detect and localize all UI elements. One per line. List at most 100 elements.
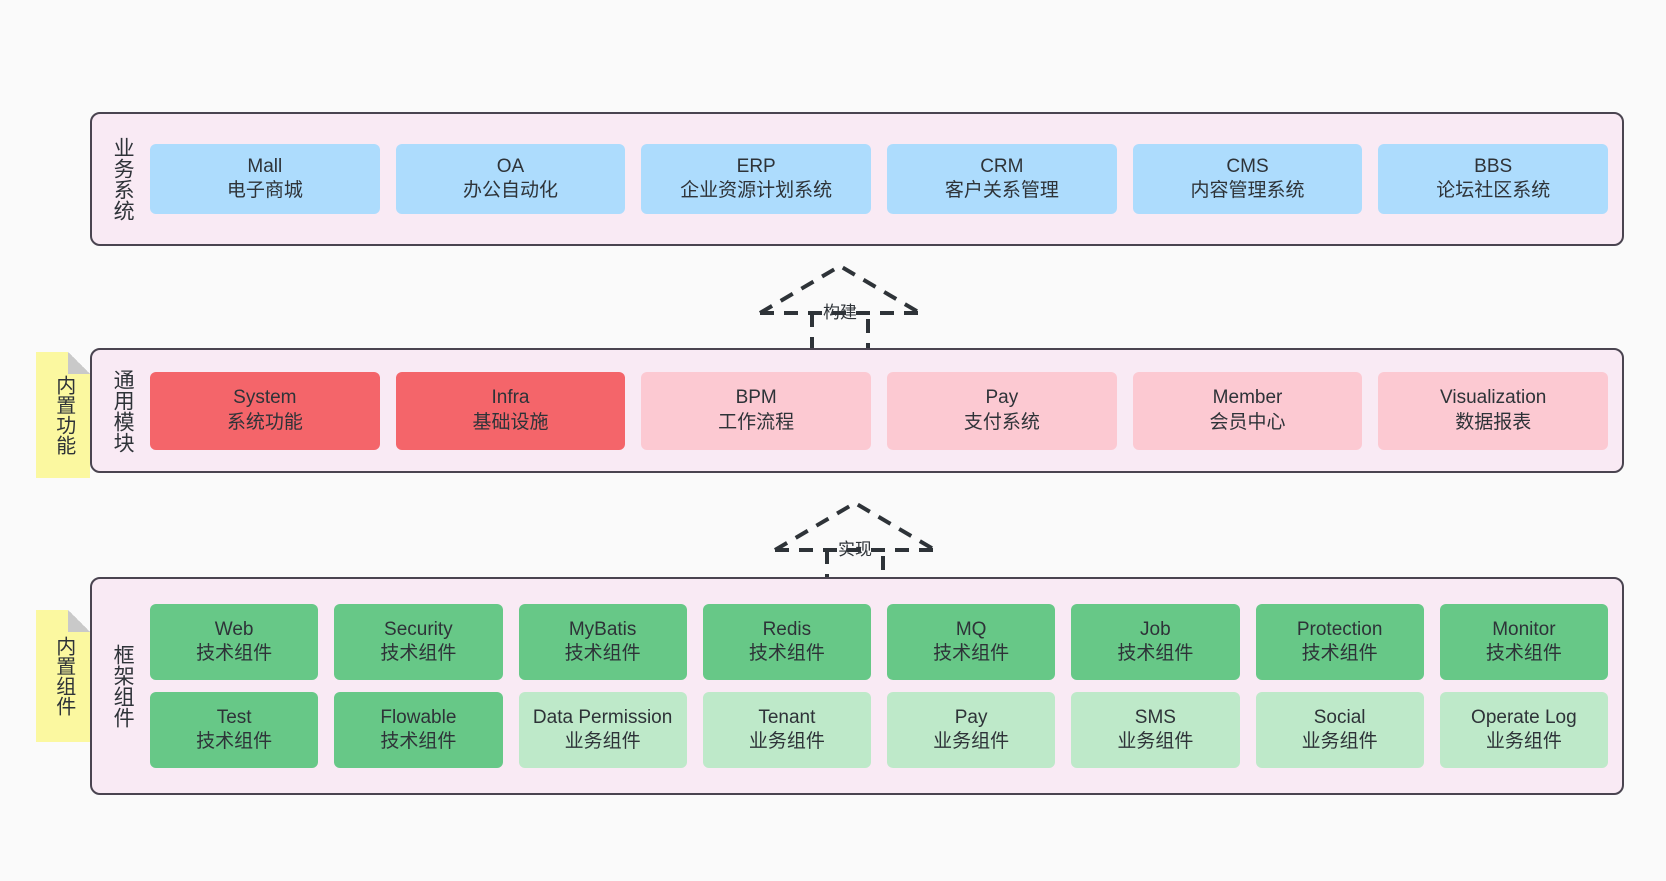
module-card-title: Infra [491,387,530,409]
module-card-subtitle: 会员中心 [1209,411,1286,433]
module-card-subtitle: 内容管理系统 [1190,180,1305,201]
module-card-erp[interactable]: ERP 企业资源计划系统 [641,144,872,214]
module-card-oa[interactable]: OA 办公自动化 [395,144,626,214]
module-card-subtitle: 支付系统 [963,411,1040,433]
module-card-protection[interactable]: Protection 技术组件 [1255,604,1424,680]
module-card-subtitle: 技术组件 [933,643,1010,664]
module-card-title: Monitor [1492,618,1556,640]
module-card-flowable[interactable]: Flowable 技术组件 [334,692,503,768]
module-card-subtitle: 技术组件 [380,731,457,752]
module-card-title: Redis [762,618,812,640]
module-card-title: Pay [985,387,1019,409]
module-card-title: Security [384,618,453,640]
module-card-crm[interactable]: CRM 客户关系管理 [887,144,1117,214]
module-card-operate-log[interactable]: Operate Log 业务组件 [1439,692,1608,768]
layer-title-common: 通用模块 [111,368,135,453]
layer-row: Mall 电子商城 OA 办公自动化 ERP 企业资源计划系统 CRM 客户关系… [150,144,1609,214]
module-card-title: Job [1140,618,1171,640]
module-card-title: BBS [1474,155,1513,177]
module-card-infra[interactable]: Infra 基础设施 [395,371,626,450]
module-card-security[interactable]: Security 技术组件 [334,604,503,680]
module-card-title: BPM [735,387,777,409]
module-card-title: MyBatis [568,618,637,640]
module-card-title: Operate Log [1471,706,1577,728]
module-card-system[interactable]: System 系统功能 [150,371,380,450]
module-card-title: SMS [1134,706,1176,728]
module-card-tenant[interactable]: Tenant 业务组件 [702,692,871,768]
layer-body-frame: Web 技术组件 Security 技术组件 MyBatis 技术组件 Redi… [142,579,1622,793]
module-card-subtitle: 技术组件 [196,731,273,752]
module-card-title: Data Permission [532,706,673,728]
module-card-subtitle: 业务组件 [564,731,641,752]
layer-row: System 系统功能 Infra 基础设施 BPM 工作流程 Pay 支付系统… [150,371,1609,450]
module-card-social[interactable]: Social 业务组件 [1255,692,1424,768]
module-card-mall[interactable]: Mall 电子商城 [150,144,380,214]
module-card-job[interactable]: Job 技术组件 [1071,604,1240,680]
sticky-note-builtin-components: 内置组件 [36,610,90,742]
module-card-subtitle: 技术组件 [196,643,273,664]
module-card-title: Pay [954,706,988,728]
module-card-subtitle: 技术组件 [1301,643,1378,664]
layer-title-business: 业务系统 [111,137,135,221]
connector-realize: 实现 [765,495,945,595]
module-card-subtitle: 技术组件 [748,643,825,664]
layer-row: Web 技术组件 Security 技术组件 MyBatis 技术组件 Redi… [150,604,1608,680]
module-card-pay[interactable]: Pay 支付系统 [887,371,1117,450]
module-card-title: Visualization [1440,387,1547,409]
module-card-title: ERP [736,155,776,177]
connector-label: 构建 [823,303,857,322]
layer-title-frame: 框架组件 [111,644,135,728]
module-card-title: CRM [980,155,1024,177]
module-card-title: Protection [1296,618,1383,640]
module-card-pay-component[interactable]: Pay 业务组件 [887,692,1056,768]
module-card-subtitle: 基础设施 [472,411,549,433]
module-card-subtitle: 论坛社区系统 [1436,180,1551,201]
layer-row: Test 技术组件 Flowable 技术组件 Data Permission … [150,692,1608,768]
module-card-cms[interactable]: CMS 内容管理系统 [1132,144,1363,214]
layer-body-business: Mall 电子商城 OA 办公自动化 ERP 企业资源计划系统 CRM 客户关系… [142,114,1622,244]
sticky-note-builtin-features: 内置功能 [36,352,90,478]
module-card-monitor[interactable]: Monitor 技术组件 [1439,604,1608,680]
generalization-arrow-icon [758,263,922,357]
module-card-subtitle: 业务组件 [1485,731,1562,752]
module-card-mq[interactable]: MQ 技术组件 [887,604,1056,680]
module-card-subtitle: 技术组件 [380,643,457,664]
module-card-member[interactable]: Member 会员中心 [1132,371,1363,450]
connector-build: 构建 [750,258,930,358]
module-card-subtitle: 企业资源计划系统 [680,180,833,201]
module-card-title: Member [1212,387,1283,409]
module-card-web[interactable]: Web 技术组件 [150,604,319,680]
module-card-subtitle: 系统功能 [226,411,303,433]
layer-framework-components: 框架组件 Web 技术组件 Security 技术组件 MyBatis 技术组件… [90,577,1624,795]
module-card-subtitle: 电子商城 [226,180,303,201]
module-card-subtitle: 技术组件 [1117,643,1194,664]
module-card-mybatis[interactable]: MyBatis 技术组件 [518,604,687,680]
module-card-title: Web [214,618,254,640]
module-card-title: MQ [955,618,987,640]
module-card-bbs[interactable]: BBS 论坛社区系统 [1378,144,1609,214]
sticky-note-label: 内置功能 [52,375,75,455]
module-card-subtitle: 业务组件 [933,731,1010,752]
module-card-title: CMS [1226,155,1269,177]
module-card-subtitle: 技术组件 [564,643,641,664]
module-card-sms[interactable]: SMS 业务组件 [1071,692,1240,768]
module-card-title: System [233,387,297,409]
module-card-subtitle: 办公自动化 [463,180,559,201]
module-card-subtitle: 业务组件 [748,731,825,752]
module-card-subtitle: 技术组件 [1485,643,1562,664]
layer-business-system: 业务系统 Mall 电子商城 OA 办公自动化 ERP 企业资源计划系统 CRM… [90,112,1624,246]
module-card-data-permission[interactable]: Data Permission 业务组件 [518,692,687,768]
module-card-title: Test [216,706,252,728]
module-card-title: OA [496,155,525,177]
module-card-test[interactable]: Test 技术组件 [150,692,319,768]
module-card-redis[interactable]: Redis 技术组件 [702,604,871,680]
module-card-subtitle: 工作流程 [718,411,795,433]
module-card-subtitle: 客户关系管理 [944,180,1059,201]
generalization-arrow-icon [773,500,937,594]
module-card-bpm[interactable]: BPM 工作流程 [641,371,872,450]
module-card-subtitle: 业务组件 [1117,731,1194,752]
module-card-visualization[interactable]: Visualization 数据报表 [1378,371,1609,450]
layer-common-module: 通用模块 System 系统功能 Infra 基础设施 BPM 工作流程 Pay… [90,348,1624,473]
sticky-note-label: 内置组件 [52,636,75,716]
connector-label: 实现 [838,540,872,559]
